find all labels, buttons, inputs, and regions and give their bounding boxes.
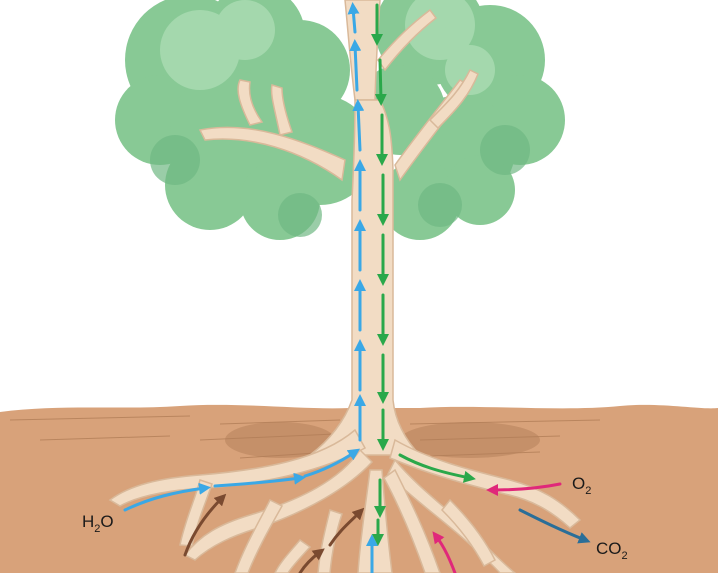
sugar-flow-arrows <box>371 3 476 546</box>
mineral-flow-arrows <box>183 493 365 573</box>
tree-branches <box>198 0 479 182</box>
water-label: H2O <box>82 512 114 535</box>
soil-icon <box>0 404 718 573</box>
co2-label: CO2 <box>596 539 628 562</box>
co2-flow-arrows <box>518 508 591 544</box>
oxygen-flow-arrows <box>432 482 562 573</box>
tree-canopy-icon <box>115 0 565 240</box>
water-flow-arrows <box>123 2 378 573</box>
tree-trunk-icon <box>307 99 422 456</box>
root-system-icon <box>108 428 582 573</box>
oxygen-label: O2 <box>572 474 591 497</box>
